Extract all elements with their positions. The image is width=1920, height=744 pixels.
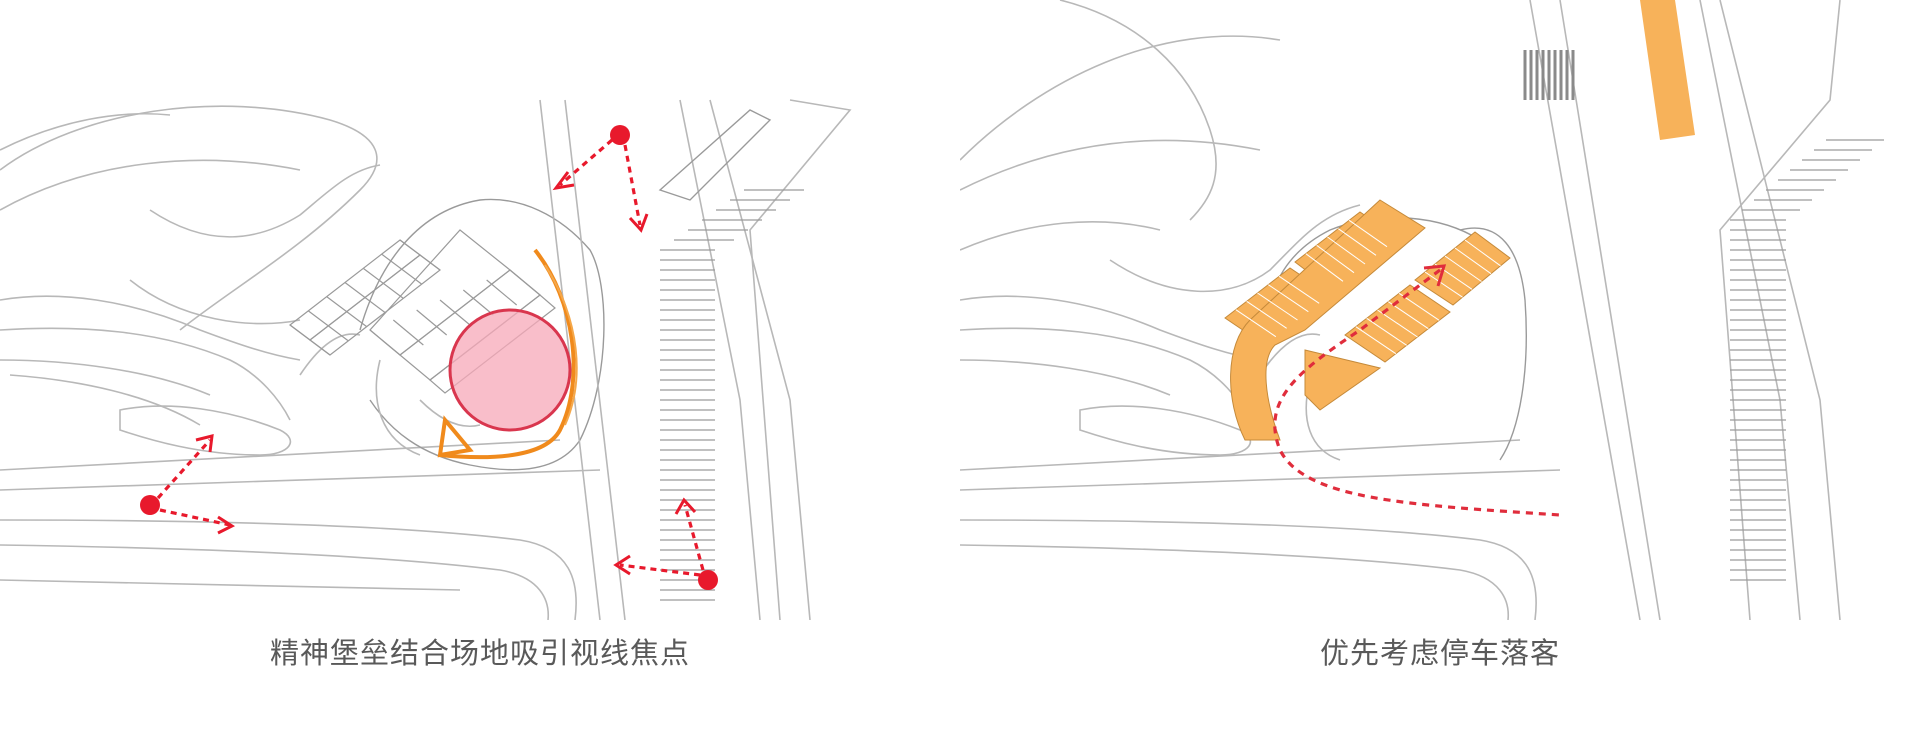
viewpoint-markers xyxy=(140,125,718,590)
focus-circle xyxy=(448,308,572,432)
orange-accent-wedge xyxy=(437,415,474,458)
caption-left: 精神堡垒结合场地吸引视线焦点 xyxy=(269,636,690,670)
site-plan-panel-right: 优先考虑停车落客 xyxy=(960,0,1920,744)
site-linework-left xyxy=(0,99,852,620)
viewpoint-marker-bottom xyxy=(613,497,718,590)
drop-off-route xyxy=(1273,268,1561,517)
site-plan-right-svg xyxy=(960,0,1884,620)
site-plan-left-svg xyxy=(0,99,852,620)
crosswalk xyxy=(1523,50,1575,100)
site-plan-panel-left: 精神堡垒结合场地吸引视线焦点 xyxy=(0,99,852,670)
stair-stripes-left xyxy=(658,109,804,601)
stair-stripes-right xyxy=(1730,139,1884,581)
viewpoint-marker-top xyxy=(552,125,649,233)
viewpoint-marker-left xyxy=(140,434,236,535)
parking-grid-left xyxy=(289,229,556,394)
parking-area-orange xyxy=(1224,199,1511,441)
site-linework-right xyxy=(960,0,1841,620)
drop-off-route-arrow xyxy=(1423,264,1447,287)
caption-right: 优先考虑停车落客 xyxy=(1319,636,1560,670)
orange-road-strip xyxy=(1640,0,1695,140)
